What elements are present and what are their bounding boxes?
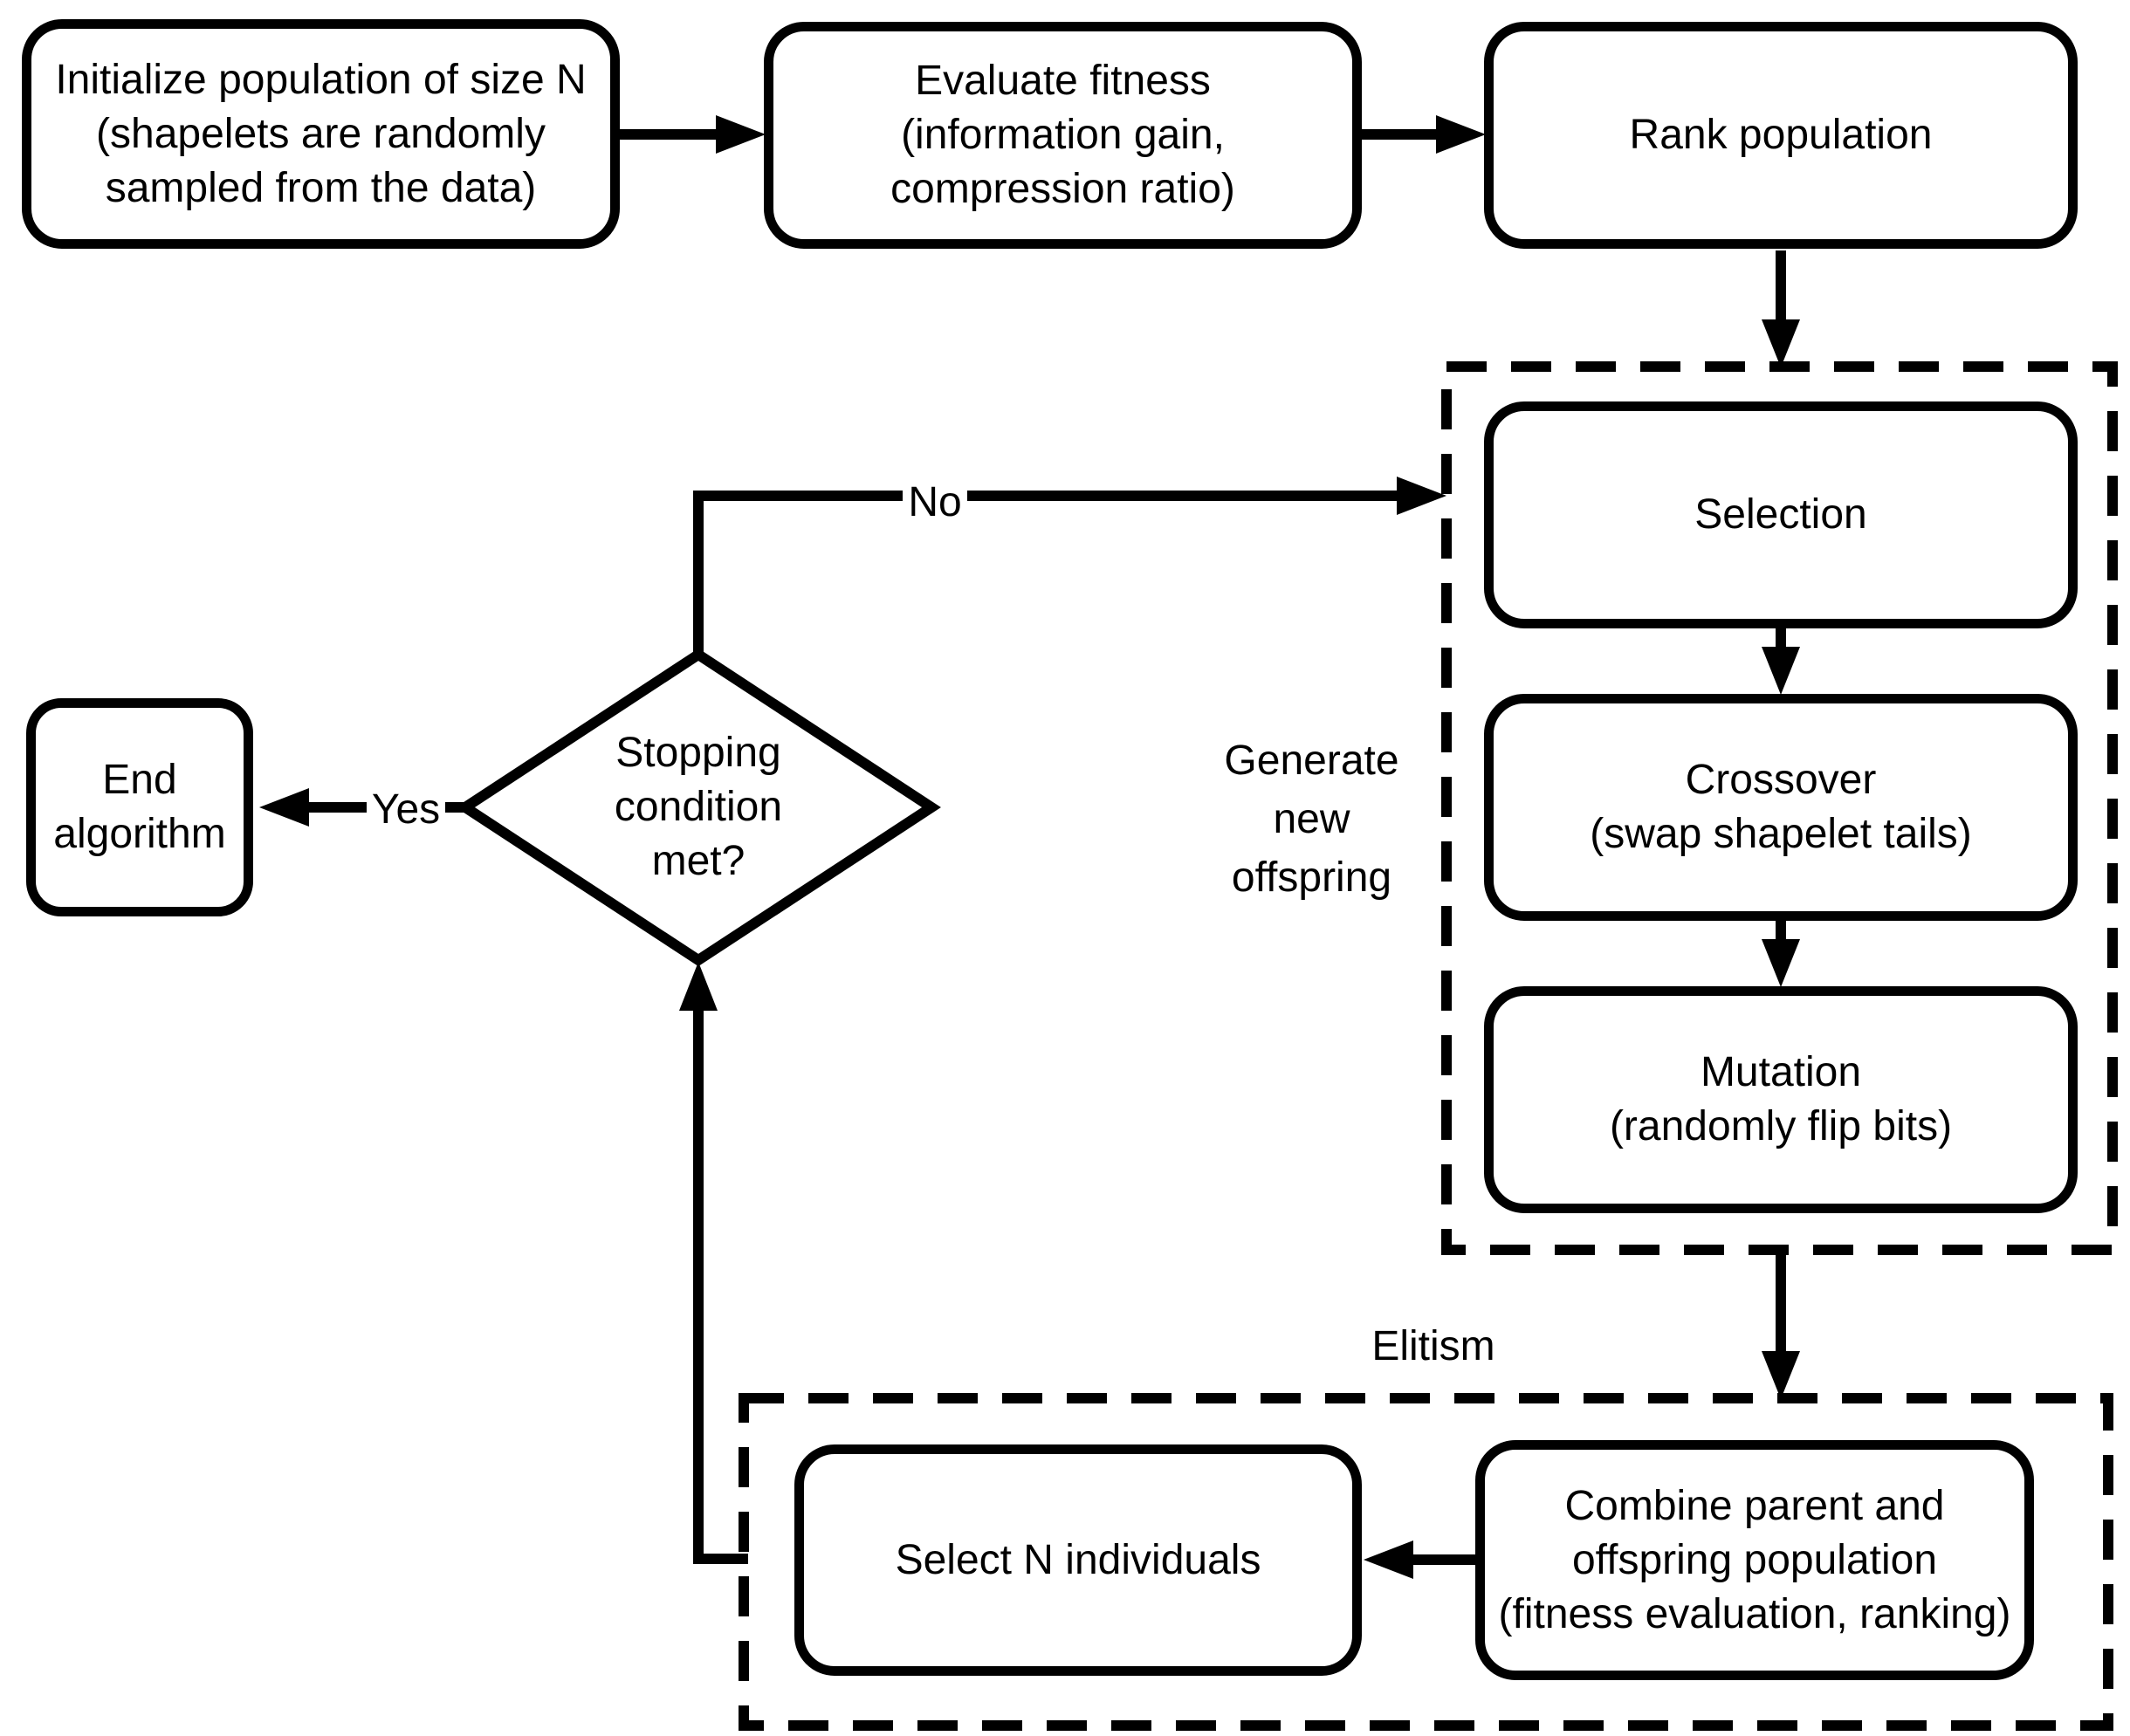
- edge-rank-selection: [1762, 250, 1800, 367]
- edge-label-no-text: No: [903, 476, 967, 530]
- group-elitism-border: [739, 1393, 2113, 1731]
- node-mutation-label: Mutation (randomly flip bits): [1609, 1049, 1953, 1149]
- node-end-algorithm: End algorithm: [26, 698, 253, 916]
- node-initialize-population: Initialize population of size N (shapele…: [22, 19, 620, 249]
- group-label-generate-offspring: Generate new offspring: [1183, 731, 1440, 906]
- group-label-generate-offspring-text: Generate new offspring: [1224, 737, 1399, 901]
- arrowhead-right-icon: [1397, 477, 1446, 515]
- decision-diamond-shape: [456, 648, 941, 967]
- node-mutation: Mutation (randomly flip bits): [1484, 986, 2078, 1213]
- node-crossover-label: Crossover (swap shapelet tails): [1590, 757, 1972, 857]
- node-stopping-condition: Stopping condition met?: [567, 703, 829, 912]
- arrowhead-left-icon: [259, 788, 309, 827]
- edge-label-no: No: [877, 475, 993, 531]
- group-generate-offspring-border: [1441, 361, 2118, 1255]
- node-combine-populations: Combine parent and offspring population …: [1475, 1440, 2034, 1680]
- arrowhead-down-icon: [1762, 939, 1800, 987]
- node-select-n-individuals-label: Select N individuals: [895, 1536, 1261, 1583]
- edge-combine-selectn: [1364, 1540, 1475, 1579]
- group-label-elitism: Elitism: [1350, 1320, 1516, 1374]
- arrowhead-right-icon: [716, 115, 766, 154]
- edge-evaluate-rank: [1362, 115, 1486, 154]
- node-rank-population-label: Rank population: [1629, 112, 1933, 158]
- arrowhead-down-icon: [1762, 647, 1800, 695]
- edge-mutation-combine: [1762, 1252, 1800, 1399]
- node-selection-label: Selection: [1694, 491, 1867, 538]
- arrowhead-down-icon: [1762, 1351, 1800, 1399]
- edge-label-yes: Yes: [347, 782, 464, 838]
- edge-crossover-mutation: [1762, 919, 1800, 987]
- edge-elitism-stopping: [679, 962, 748, 1564]
- arrowhead-down-icon: [1762, 319, 1800, 367]
- node-selection: Selection: [1484, 401, 2078, 628]
- node-crossover: Crossover (swap shapelet tails): [1484, 694, 2078, 921]
- node-initialize-population-label: Initialize population of size N (shapele…: [55, 56, 587, 211]
- node-evaluate-fitness-label: Evaluate fitness (information gain, comp…: [890, 58, 1235, 212]
- edge-stopping-no-selection: [693, 477, 1446, 656]
- node-end-algorithm-label: End algorithm: [53, 757, 226, 857]
- arrowhead-left-icon: [1364, 1540, 1413, 1579]
- arrowhead-up-icon: [679, 962, 718, 1011]
- edge-label-yes-text: Yes: [366, 783, 446, 837]
- group-label-elitism-text: Elitism: [1371, 1323, 1495, 1369]
- node-stopping-condition-label: Stopping condition met?: [614, 730, 783, 884]
- arrowhead-right-icon: [1436, 115, 1486, 154]
- node-select-n-individuals: Select N individuals: [794, 1444, 1362, 1676]
- node-combine-populations-label: Combine parent and offspring population …: [1498, 1482, 2011, 1637]
- node-rank-population: Rank population: [1484, 22, 2078, 249]
- edge-initialize-evaluate: [620, 115, 766, 154]
- edge-selection-crossover: [1762, 627, 1800, 695]
- node-evaluate-fitness: Evaluate fitness (information gain, comp…: [764, 22, 1362, 249]
